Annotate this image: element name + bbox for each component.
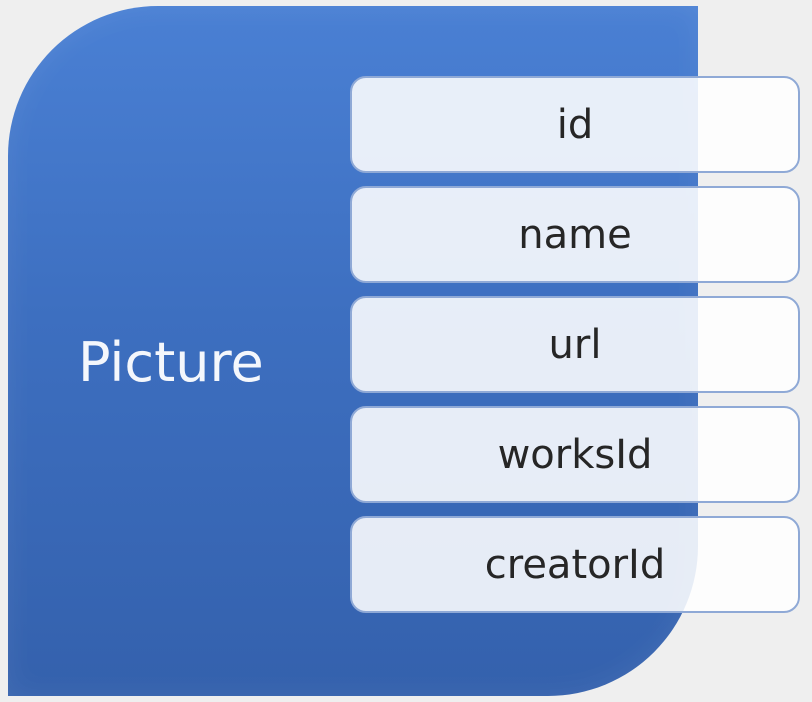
field-creator-id: creatorId — [350, 516, 800, 613]
field-name: name — [350, 186, 800, 283]
field-list: id name url worksId creatorId — [350, 76, 800, 626]
field-label: worksId — [497, 431, 653, 478]
field-works-id: worksId — [350, 406, 800, 503]
field-label: creatorId — [484, 541, 666, 588]
field-label: id — [556, 101, 594, 148]
field-id: id — [350, 76, 800, 173]
field-label: name — [518, 211, 632, 258]
field-label: url — [548, 321, 602, 368]
entity-name: Picture — [78, 331, 264, 394]
field-url: url — [350, 296, 800, 393]
